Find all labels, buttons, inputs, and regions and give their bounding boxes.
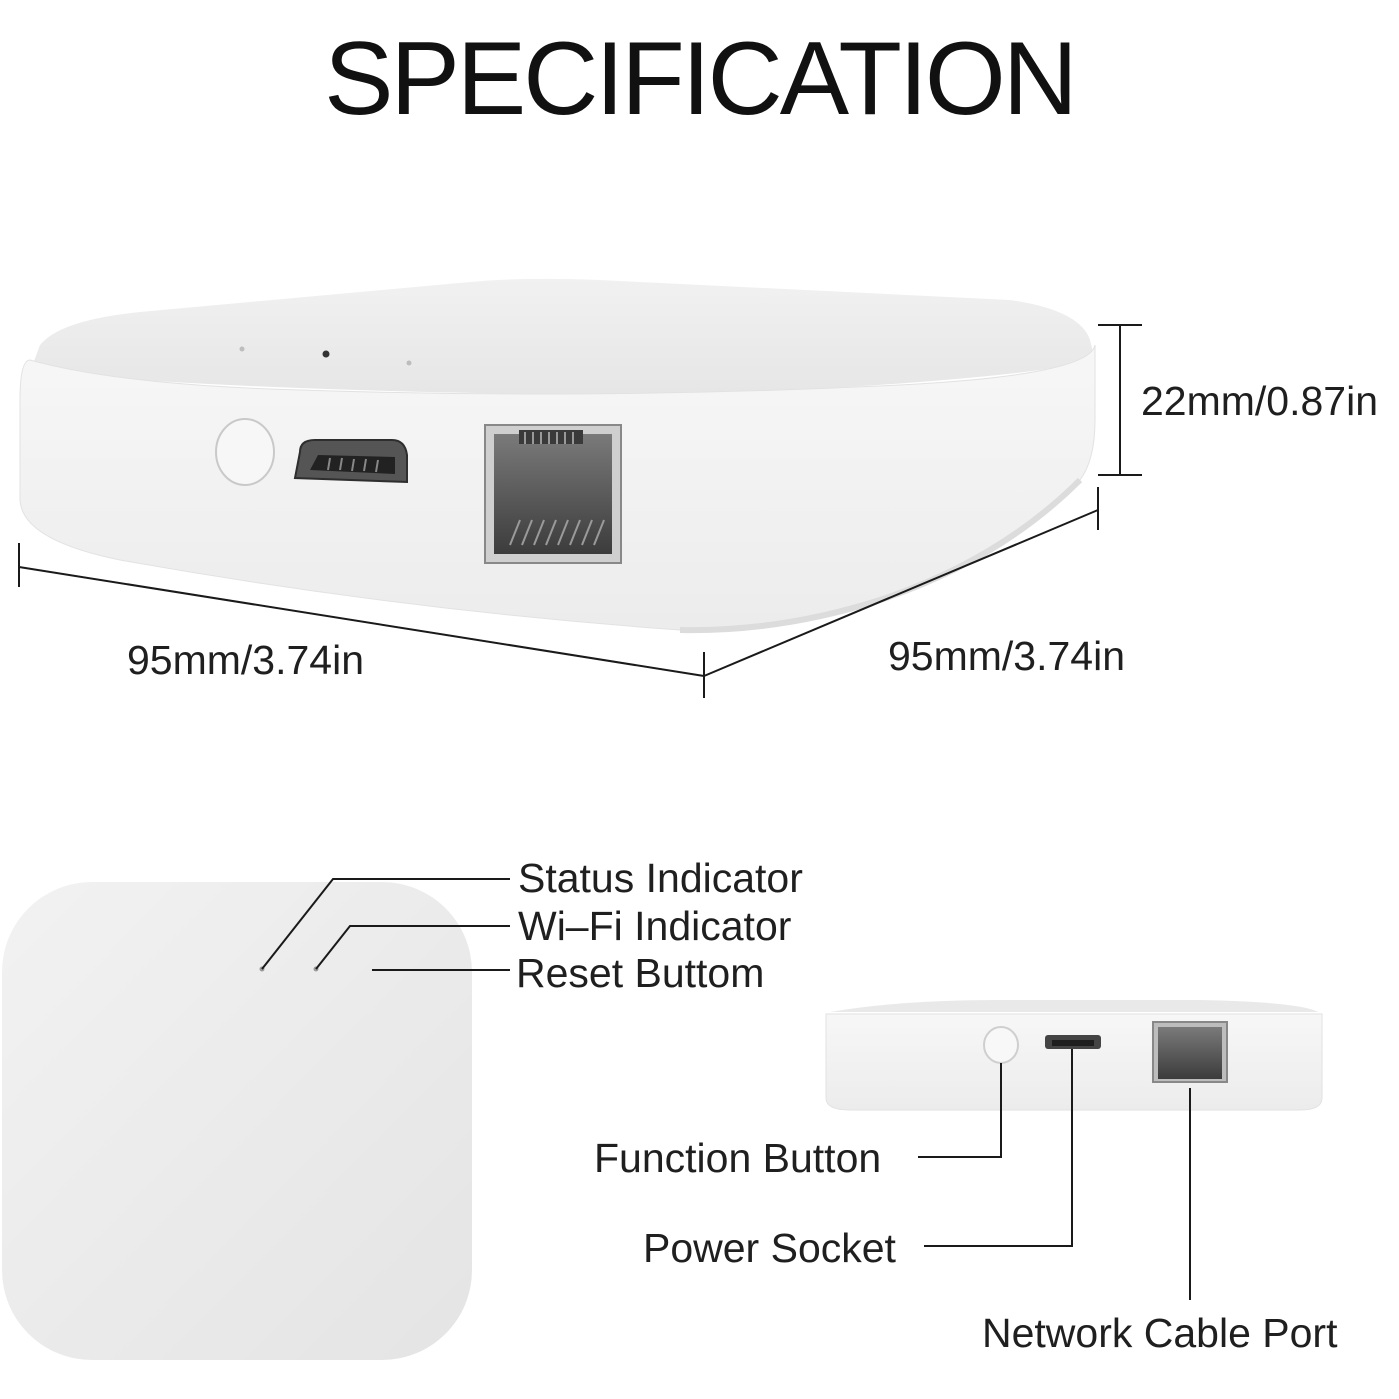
hub-device-3d [19, 278, 1096, 634]
wifi-indicator-dot [406, 360, 412, 366]
dimension-lines [18, 324, 1142, 698]
depth-dimension-label: 95mm/3.74in [888, 633, 1126, 679]
page-title: SPECIFICATION [324, 21, 1078, 137]
status-indicator-dot [239, 346, 245, 352]
reset-button-label: Reset Buttom [516, 950, 765, 996]
front-view-leader-lines [918, 1049, 1191, 1300]
top-view-leader-lines [261, 878, 510, 971]
reset-hole [322, 350, 330, 358]
hub-top-view [2, 882, 472, 1360]
function-button-label: Function Button [594, 1135, 882, 1181]
power-socket-label: Power Socket [643, 1225, 896, 1271]
function-button [215, 418, 275, 486]
status-indicator-label: Status Indicator [518, 855, 803, 901]
width-dimension-label: 95mm/3.74in [127, 637, 365, 683]
hub-front-view [825, 1000, 1323, 1111]
network-cable-port-label: Network Cable Port [982, 1310, 1338, 1356]
height-dimension-label: 22mm/0.87in [1141, 378, 1379, 424]
wifi-indicator-label: Wi–Fi Indicator [518, 903, 792, 949]
